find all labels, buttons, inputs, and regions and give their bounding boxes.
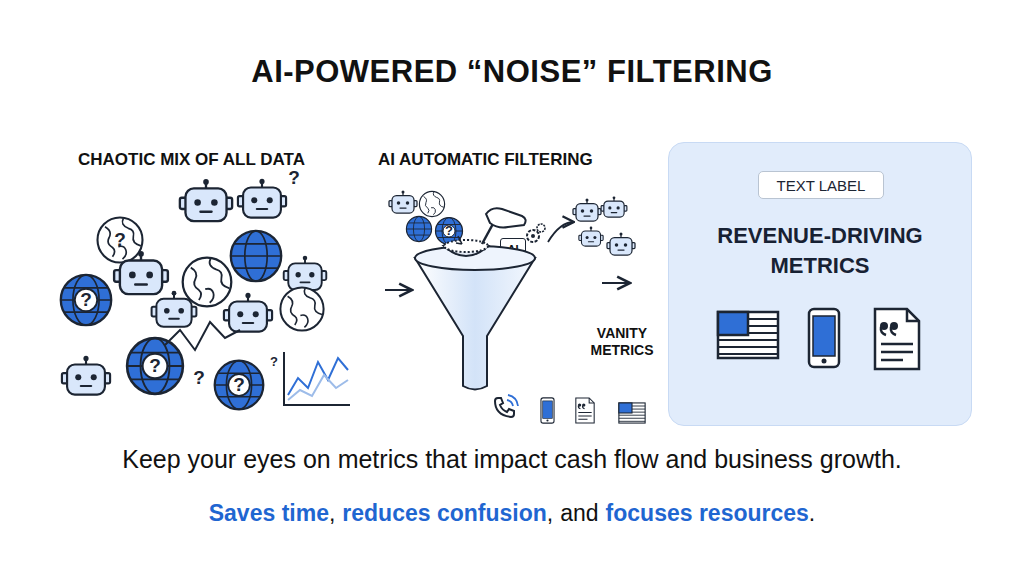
illustration-use <box>601 196 627 217</box>
question-mark: ? <box>143 353 167 379</box>
filtered-icons <box>495 395 645 423</box>
illustration-use <box>576 398 594 423</box>
illustration-use <box>114 251 168 294</box>
question-mark: ? <box>282 165 306 191</box>
section-heading: CHAOTIC MIX OF ALL DATA <box>78 150 305 170</box>
illustration-ellipse <box>444 240 488 252</box>
caption-text: , <box>547 500 553 526</box>
illustration-use <box>180 179 232 221</box>
box-text: AI <box>508 243 519 255</box>
illustration-use <box>152 291 197 327</box>
caption: Keep your eyes on metrics that impact ca… <box>0 445 1024 474</box>
caption-text: , <box>329 500 335 526</box>
illustration-path <box>548 222 574 242</box>
question-mark: ? <box>262 349 286 375</box>
illustration-use <box>619 403 645 423</box>
illustration-use <box>573 199 601 222</box>
illustration-path <box>486 208 526 227</box>
illustration-path <box>456 236 462 244</box>
illustration-use <box>62 356 110 395</box>
illustration-path <box>495 398 514 417</box>
panel-heading: REVENUE-DRIVING METRICS <box>703 221 938 281</box>
text-label-box: TEXT LABEL <box>758 171 884 199</box>
illustration-path <box>415 258 535 390</box>
illustration-line <box>482 222 494 244</box>
result-panel: REVENUE-DRIVING METRICS TEXT LABEL <box>668 142 972 426</box>
illustration-polyline <box>165 322 240 350</box>
illustration-use <box>436 218 463 245</box>
illustration-use <box>183 258 232 307</box>
gear <box>527 224 545 242</box>
illustration-use <box>61 275 111 325</box>
illustration-use <box>127 338 183 394</box>
illustration-use <box>224 293 272 332</box>
box-text: TEXT LABEL <box>777 177 866 194</box>
question-mark: ? <box>74 287 98 313</box>
highlight-phrase: Saves time <box>209 500 329 526</box>
filter-inputs <box>389 191 463 245</box>
illustration-use <box>406 216 431 241</box>
illustration-use <box>231 231 281 281</box>
illustration-circle <box>531 234 535 238</box>
illustration-use <box>541 398 554 423</box>
illustration-use <box>98 218 143 263</box>
highlight-phrase: reduces confusion <box>342 500 546 526</box>
illustration-path <box>507 395 518 406</box>
caption-line: Saves time,reduces confusion,andfocuses … <box>0 500 1024 527</box>
question-mark: ? <box>108 227 132 253</box>
illustration-line <box>602 282 630 284</box>
illustration-circle <box>537 224 545 232</box>
illustration-use <box>419 191 444 216</box>
illustration-use <box>215 361 264 410</box>
heading-wrap: REVENUE-DRIVING METRICS <box>669 221 971 281</box>
illustration-polyline <box>288 375 348 400</box>
illustration-use <box>579 227 603 247</box>
caption-text: . <box>809 500 815 526</box>
illustration-polyline <box>288 358 348 395</box>
filter-outputs <box>548 196 635 255</box>
question-mark: ? <box>437 218 461 244</box>
illustration-use <box>389 191 417 214</box>
illustration-use <box>284 256 327 290</box>
illustration-use <box>280 287 323 330</box>
question-mark: ? <box>187 365 211 391</box>
illustration-path <box>444 246 488 256</box>
funnel <box>415 208 535 389</box>
caption-text: and <box>560 500 598 526</box>
flow-arrows <box>385 283 630 290</box>
ai-chip: AI <box>500 238 526 259</box>
illustration-circle <box>527 230 539 242</box>
illustration-path <box>284 352 350 405</box>
diagram-title: AI-POWERED “NOISE” FILTERING <box>0 54 1024 90</box>
illustration-use <box>238 179 286 218</box>
illustration-use <box>607 233 635 256</box>
question-mark: ? <box>227 372 251 398</box>
discard-label: VANITY METRICS <box>578 325 666 359</box>
highlight-phrase: focuses resources <box>606 500 809 526</box>
section-heading: AI AUTOMATIC FILTERING <box>378 150 593 170</box>
chaos-cluster <box>61 179 350 409</box>
illustration-line <box>385 289 412 291</box>
